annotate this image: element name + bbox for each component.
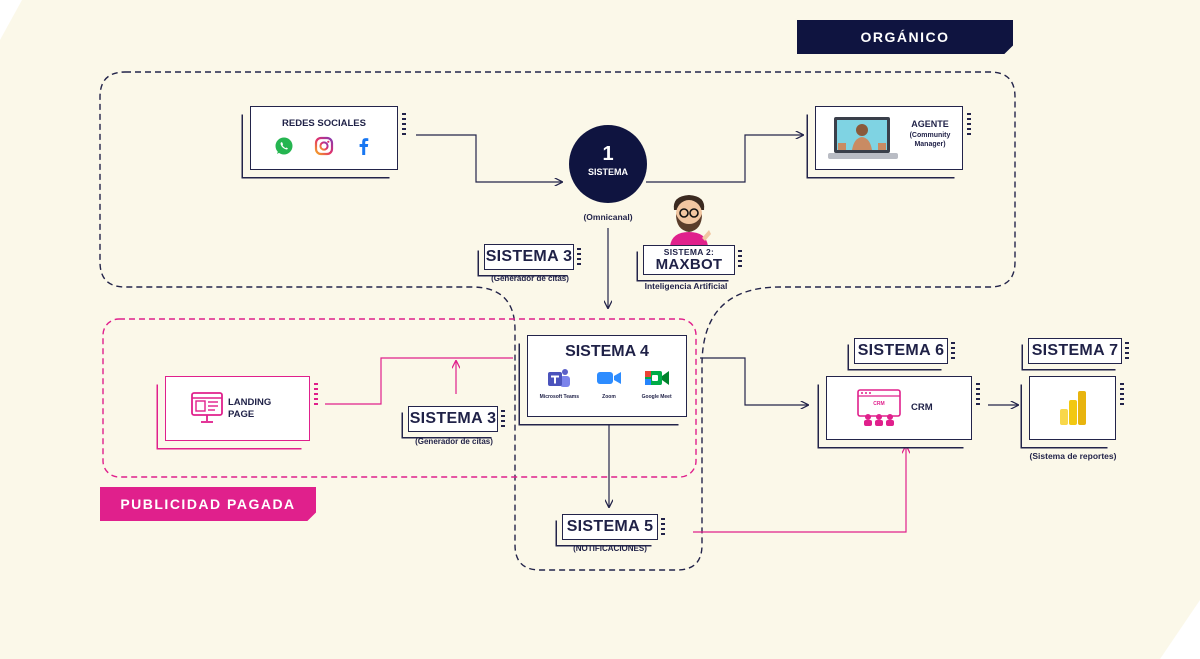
sistema-5-tag: SISTEMA 5 [562,514,665,540]
app-name: Zoom [602,394,616,400]
sistema-3-top-caption: (Generador de citas) [491,274,569,283]
sistema-2-caption: Inteligencia Artificial [644,281,728,291]
organic-label: ORGÁNICO [860,29,950,45]
card-dots [951,342,955,359]
sistema-1-label: SISTEMA [587,167,628,177]
sistema-2-small: SISTEMA 2: [663,247,715,257]
sistema-4-title: SISTEMA 4 [565,343,649,360]
sistema-3-bottom-caption: (Generador de citas) [415,437,493,446]
card-dots [1125,342,1129,359]
sistema-3-bottom-tag: SISTEMA 3 [408,406,505,432]
agent-title: AGENTE [911,119,949,129]
sistema-7-tag: SISTEMA 7 [1028,338,1129,364]
organic-banner: ORGÁNICO [797,20,1013,54]
crm-icon-text: CRM [873,401,885,407]
social-media-title: REDES SOCIALES [282,118,366,129]
landing-page-card: LANDING PAGE [165,376,318,441]
whatsapp-icon [275,137,293,155]
card-dots [967,113,971,135]
card-dots [577,248,581,265]
zoom-icon [596,372,621,384]
reports-card [1029,376,1124,440]
crm-icon [857,389,901,426]
card-dots [501,410,505,427]
sistema-5-label: SISTEMA 5 [566,518,654,535]
sistema-3-top-label: SISTEMA 3 [485,248,573,265]
social-media-card: REDES SOCIALES [250,106,406,170]
sistema-4-card: SISTEMA 4 Microsoft Teams Zoom [527,335,687,417]
sistema-6-tag: SISTEMA 6 [854,338,955,364]
agent-card: AGENTE (Community Manager) [815,106,971,170]
card-dots [314,383,318,405]
card-dots [738,250,742,267]
facebook-icon [359,138,369,155]
agent-subtitle: (Community Manager) [909,132,951,148]
sistema-1-caption: (Omnicanal) [583,212,633,222]
app-name: Google Meet [641,394,672,400]
google-meet-icon [644,371,669,385]
sistema-1-number: 1 [602,143,614,165]
instagram-icon [314,136,334,156]
sistema-7-caption: (Sistema de reportes) [1029,451,1117,461]
app-name: Microsoft Teams [539,394,580,400]
sistema-2-name: MAXBOT [655,256,723,273]
sistema-1-node: 1 SISTEMA [569,125,647,203]
paid-region [102,318,697,478]
organic-region [99,71,1016,571]
landing-page-title: LANDING PAGE [228,397,272,420]
card-dots [661,518,665,535]
sistema-3-bottom-label: SISTEMA 3 [409,410,497,427]
crm-card: CRM CRM [826,376,980,440]
landing-page-icon [191,392,223,423]
paid-label: PUBLICIDAD PAGADA [120,496,296,512]
sistema-2-tag: SISTEMA 2: MAXBOT [643,245,742,275]
sistema-6-label: SISTEMA 6 [857,342,945,359]
card-dots [402,113,406,135]
card-dots [976,383,980,405]
paid-banner: PUBLICIDAD PAGADA [100,487,316,521]
crm-label: CRM [911,402,933,413]
microsoft-teams-icon [548,369,571,387]
sistema-7-label: SISTEMA 7 [1031,342,1119,359]
power-bi-icon [1060,391,1086,425]
laptop-agent-icon [828,117,898,159]
sistema-3-top-tag: SISTEMA 3 [484,244,581,270]
card-dots [1120,383,1124,405]
maxbot-avatar-icon [670,195,711,246]
sistema-5-caption: (NOTIFICACIONES) [573,544,647,553]
